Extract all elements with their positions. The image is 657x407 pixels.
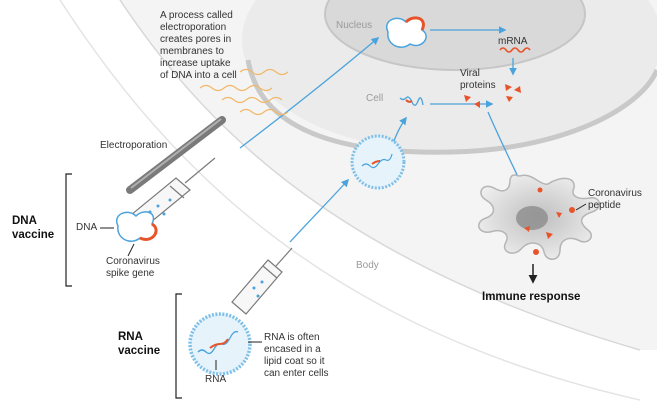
arrow-rna-injection xyxy=(289,178,350,243)
spike-gene-label: Coronavirus spike gene xyxy=(106,256,160,279)
electroporation-note: A process called electroporation creates… xyxy=(160,10,237,81)
viral-proteins xyxy=(464,84,521,108)
rna-label: RNA xyxy=(205,374,227,385)
viral-proteins-label: Viral proteins xyxy=(460,68,496,91)
peptide-pointer xyxy=(575,203,587,211)
dna-vaccine-label: DNA vaccine xyxy=(12,215,55,241)
mrna-strand xyxy=(499,47,531,53)
electroporation-waves xyxy=(199,68,289,116)
spike-gene-pointer xyxy=(127,243,135,257)
nucleus-label: Nucleus xyxy=(336,20,373,31)
coronavirus-peptide-label: Coronavirus peptide xyxy=(588,188,642,211)
immune-response-label: Immune response xyxy=(482,291,581,303)
dna-vaccine-bracket xyxy=(65,173,72,287)
dna-plasmid xyxy=(115,211,158,242)
body-outer-line xyxy=(59,0,641,401)
rna-lipid-particle xyxy=(188,312,252,376)
body-outline xyxy=(119,0,641,351)
electroporation-device xyxy=(126,116,226,194)
arrow-dna-to-nucleus xyxy=(239,36,380,149)
rna-lipid-note: RNA is often encased in a lipid coat so … xyxy=(264,332,329,379)
mrna-label: mRNA xyxy=(498,36,528,47)
cell-membrane xyxy=(245,59,657,155)
rna-syringe xyxy=(231,247,293,315)
lipid-vesicle-cell xyxy=(350,134,406,190)
body-label: Body xyxy=(356,260,379,271)
apc-nucleus xyxy=(516,206,548,230)
rna-vaccine-label: RNA vaccine xyxy=(118,331,161,357)
dna-label: DNA xyxy=(76,222,98,233)
antigen-presenting-cell xyxy=(478,174,601,260)
cell-label: Cell xyxy=(366,93,384,104)
electroporation-label: Electroporation xyxy=(100,140,168,151)
nucleus-plasmid xyxy=(385,16,427,48)
rna-vaccine-bracket xyxy=(175,293,182,399)
